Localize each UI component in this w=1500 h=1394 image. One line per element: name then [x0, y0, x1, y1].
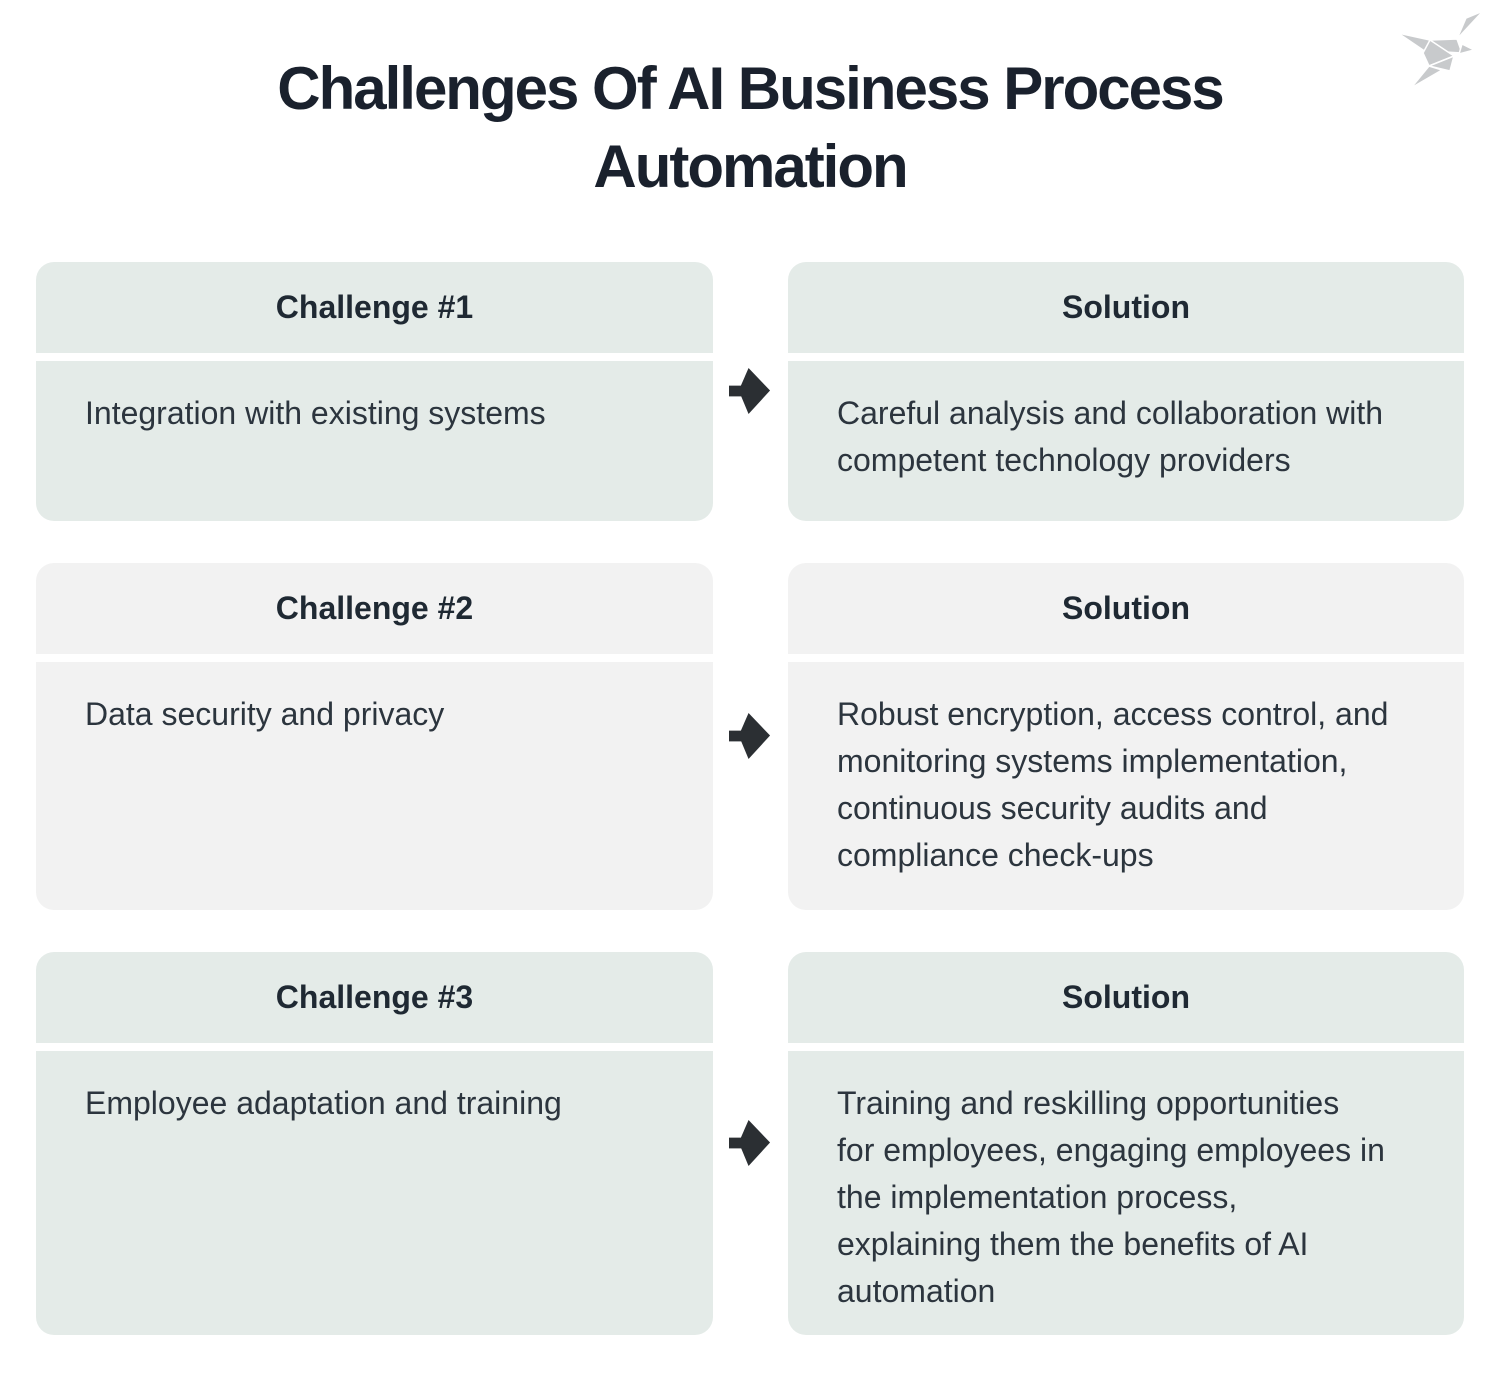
solution-2-card: Solution Robust encryption, access contr…	[788, 563, 1464, 910]
solution-3-header: Solution	[788, 952, 1464, 1043]
row-challenge-3: Challenge #3 Employee adaptation and tra…	[36, 952, 1464, 1335]
page-title-line-2: Automation	[593, 133, 908, 200]
row-challenge-1: Challenge #1 Integration with existing s…	[36, 262, 1464, 521]
challenge-3-text: Employee adaptation and training	[36, 1051, 713, 1335]
challenge-2-text: Data security and privacy	[36, 662, 713, 910]
solution-1-header: Solution	[788, 262, 1464, 353]
page-title-line-1: Challenges Of AI Business Process	[277, 55, 1224, 122]
arrow-cell-2	[713, 563, 788, 910]
challenge-1-header: Challenge #1	[36, 262, 713, 353]
arrow-cell-3	[713, 952, 788, 1335]
row-challenge-2: Challenge #2 Data security and privacy S…	[36, 563, 1464, 910]
right-arrow-icon	[729, 1120, 771, 1166]
right-arrow-icon	[729, 713, 771, 759]
solution-2-header: Solution	[788, 563, 1464, 654]
solution-3-card: Solution Training and reskilling opportu…	[788, 952, 1464, 1335]
challenge-3-header: Challenge #3	[36, 952, 713, 1043]
challenge-3-card: Challenge #3 Employee adaptation and tra…	[36, 952, 713, 1335]
solution-2-text: Robust encryption, access control, and m…	[788, 662, 1464, 910]
solution-1-card: Solution Careful analysis and collaborat…	[788, 262, 1464, 521]
challenge-1-text: Integration with existing systems	[36, 361, 713, 521]
solution-1-text: Careful analysis and collaboration with …	[788, 361, 1464, 521]
arrow-cell-1	[713, 262, 788, 521]
challenge-2-card: Challenge #2 Data security and privacy	[36, 563, 713, 910]
challenge-2-header: Challenge #2	[36, 563, 713, 654]
challenge-1-card: Challenge #1 Integration with existing s…	[36, 262, 713, 521]
challenge-solution-table: Challenge #1 Integration with existing s…	[36, 262, 1464, 1335]
origami-bird-logo-icon	[1397, 10, 1484, 89]
right-arrow-icon	[729, 368, 771, 414]
solution-3-text: Training and reskilling opportunities fo…	[788, 1051, 1464, 1335]
